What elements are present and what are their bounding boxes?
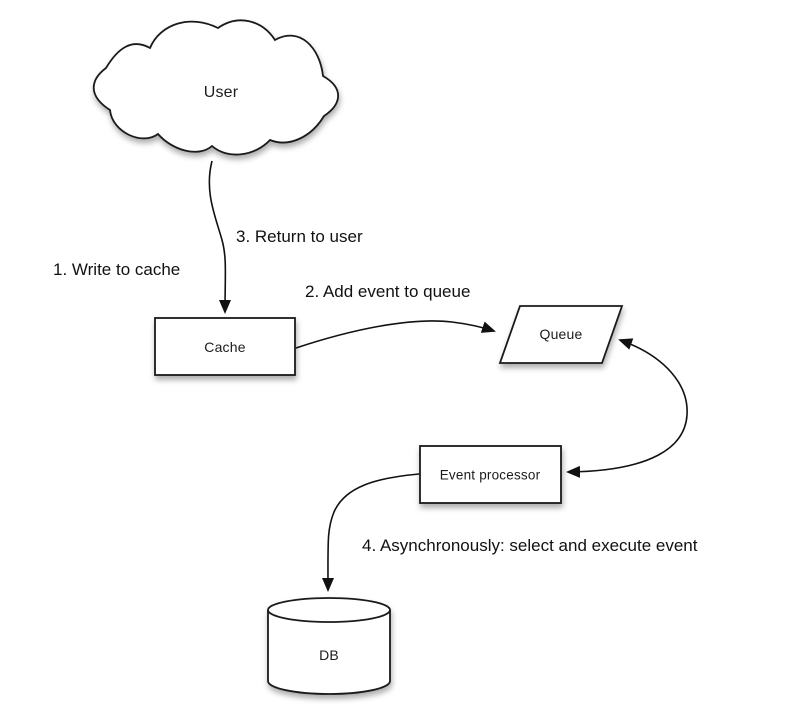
edge-label-add-event-to-queue: 2. Add event to queue bbox=[305, 282, 471, 301]
queue-node-label: Queue bbox=[539, 326, 583, 342]
db-cylinder-shape bbox=[267, 597, 391, 695]
edge-label-return-to-user: 3. Return to user bbox=[236, 227, 363, 246]
event-processor-node-label: Event processor bbox=[439, 467, 541, 483]
edge-label-async-execute: 4. Asynchronously: select and execute ev… bbox=[362, 536, 698, 555]
db-node-label: DB bbox=[319, 647, 339, 663]
arrow-cache-to-queue bbox=[295, 320, 496, 349]
arrow-event-processor-to-db bbox=[321, 473, 420, 592]
cache-node-label: Cache bbox=[204, 339, 246, 355]
arrow-queue-event-processor bbox=[566, 338, 688, 478]
arrow-user-to-cache bbox=[208, 160, 232, 314]
user-node-label: User bbox=[203, 84, 239, 101]
user-cloud-shape bbox=[92, 19, 340, 156]
event-processor-box-shape bbox=[419, 445, 562, 504]
cache-box-shape bbox=[154, 317, 296, 376]
edge-label-write-to-cache: 1. Write to cache bbox=[53, 260, 181, 279]
